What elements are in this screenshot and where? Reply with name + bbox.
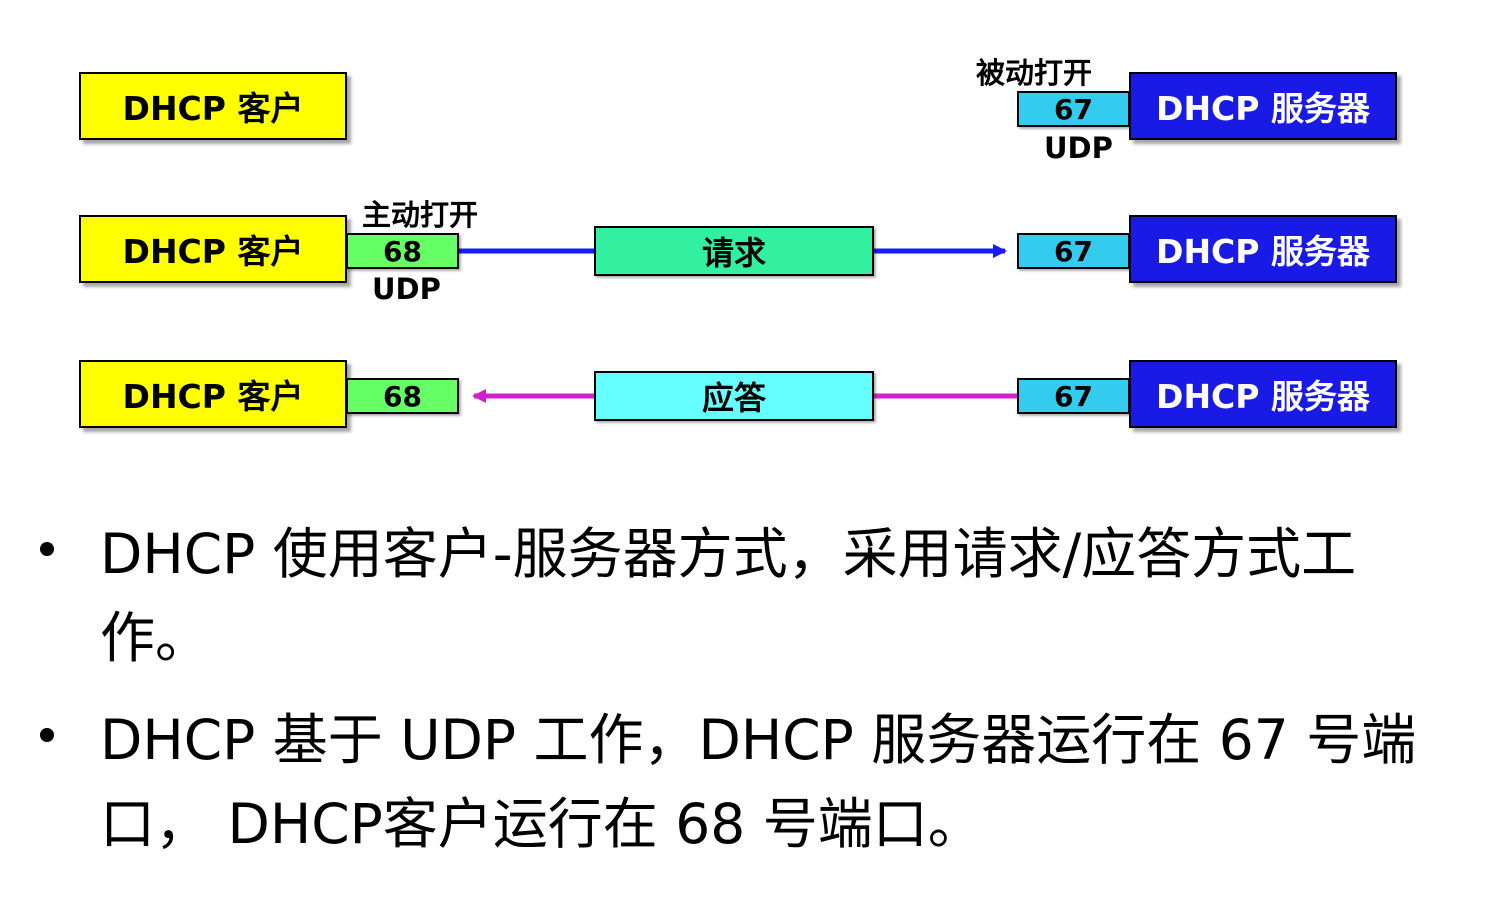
request-box: 请求 [594,226,874,276]
dhcp-client-box-2: DHCP 客户 [79,215,347,283]
diagram-connectors [459,244,1017,403]
active-open-label: 主动打开 [362,198,479,232]
bullet-item: DHCP 使用客户-服务器方式，采用请求/应答方式工作。 [40,512,1460,680]
client-port-68-box-2: 68 [346,233,459,269]
dhcp-client-box-3: DHCP 客户 [79,360,347,428]
client-port-68-box-3: 68 [346,378,459,414]
bullet-item: DHCP 基于 UDP 工作，DHCP 服务器运行在 67 号端口， DHCP客… [40,698,1460,866]
passive-open-label: 被动打开 [976,56,1093,90]
dhcp-server-box-2: DHCP 服务器 [1129,215,1397,283]
dhcp-client-box-1: DHCP 客户 [79,72,347,140]
udp-label-server: UDP [1044,131,1113,165]
bullet-dot-icon [40,542,54,556]
dhcp-server-box-1: DHCP 服务器 [1129,72,1397,140]
response-box: 应答 [594,371,874,421]
bullet-text: DHCP 使用客户-服务器方式，采用请求/应答方式工作。 [100,522,1357,670]
bullet-text: DHCP 基于 UDP 工作，DHCP 服务器运行在 67 号端口， DHCP客… [100,708,1417,856]
server-port-67-box-2: 67 [1017,233,1130,269]
server-port-67-box-3: 67 [1017,378,1130,414]
bullet-dot-icon [40,728,54,742]
udp-label-client: UDP [372,272,441,306]
dhcp-server-box-3: DHCP 服务器 [1129,360,1397,428]
bullet-list: DHCP 使用客户-服务器方式，采用请求/应答方式工作。 DHCP 基于 UDP… [40,512,1460,884]
server-port-67-box-1: 67 [1017,91,1130,127]
